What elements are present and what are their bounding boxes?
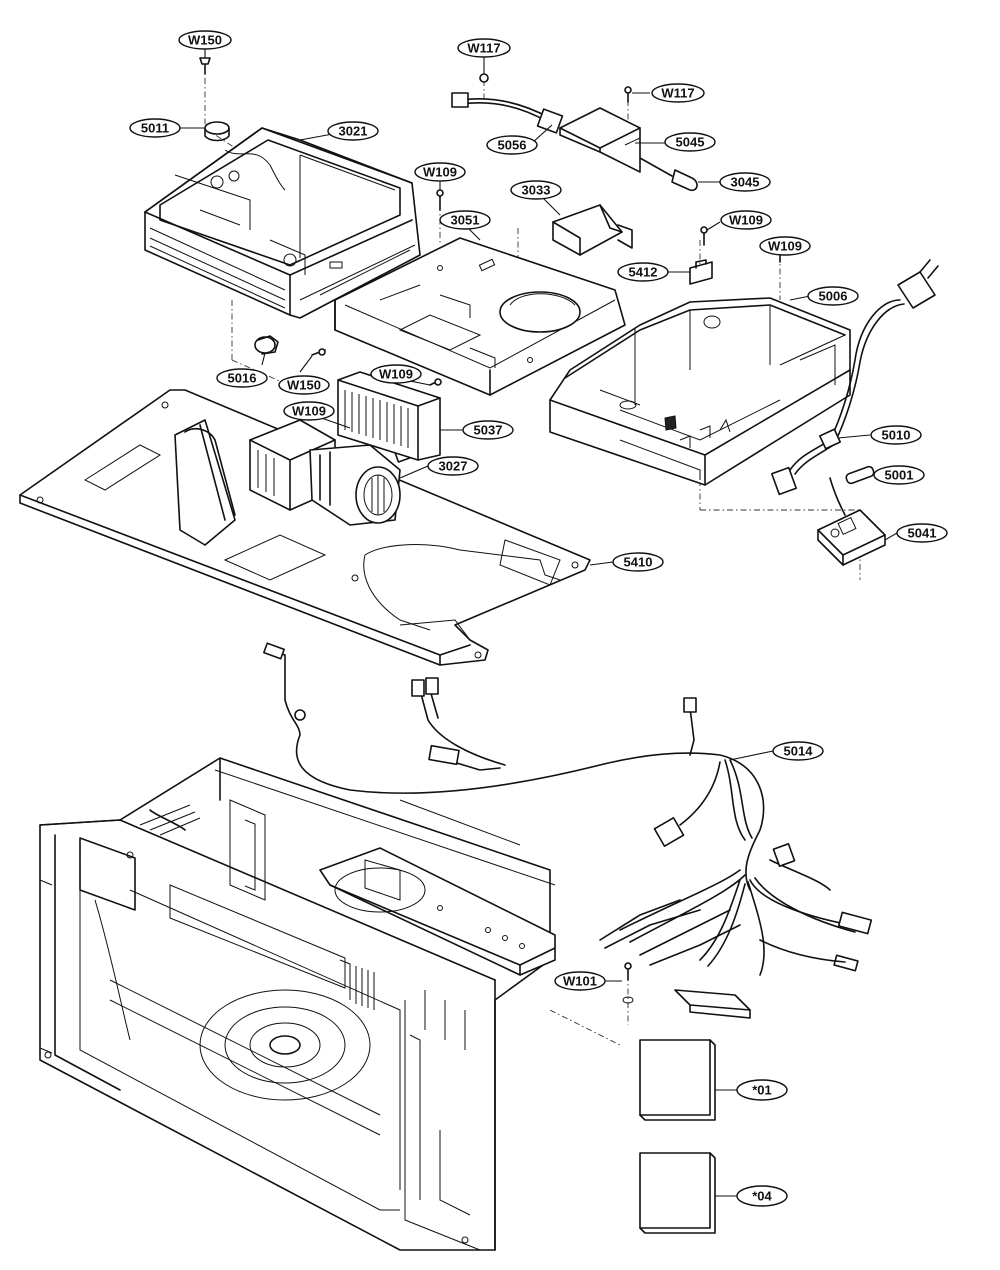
svg-text:5010: 5010 [882,428,911,443]
callout-w109-c: W109 [759,236,811,256]
svg-text:W117: W117 [661,86,694,101]
screw-w117-b [624,86,632,103]
callout-04: *04 [736,1185,788,1207]
svg-text:W150: W150 [188,33,222,48]
screw-w117-a [479,73,489,83]
svg-text:5037: 5037 [474,423,503,438]
part-5410-bottom-plate [19,389,591,666]
part-5056-wire-harness [451,92,564,134]
screw-w109-b [700,226,708,246]
callout-5006: 5006 [807,286,859,306]
part-oven-cavity [39,757,556,1251]
screw-w109-a [436,189,444,211]
svg-text:5412: 5412 [629,265,658,280]
callout-3021: 3021 [327,121,379,141]
svg-text:W150: W150 [287,378,321,393]
part-5016-light-socket [254,335,279,355]
svg-text:5014: 5014 [784,744,814,759]
part-5011-thermal-cutout [204,121,230,142]
part-5014-main-harness [263,642,873,1019]
svg-text:5056: 5056 [498,138,527,153]
callout-5041: 5041 [896,523,948,543]
callout-5412: 5412 [617,262,669,282]
callout-5010: 5010 [870,425,922,445]
callout-w150-top: W150 [178,30,232,50]
svg-text:W117: W117 [467,41,500,56]
part-3051-base-plate [334,237,626,396]
callout-5014: 5014 [772,741,824,761]
callout-5037: 5037 [462,420,514,440]
svg-text:*01: *01 [752,1083,772,1098]
part-5001-fuse [845,465,875,485]
svg-text:W109: W109 [768,239,802,254]
callout-5410: 5410 [612,552,664,572]
part-5010-power-cord [770,259,939,496]
screw-w150-top [199,57,211,75]
callout-w109-b: W109 [720,210,772,230]
callout-3033: 3033 [510,180,562,200]
svg-text:5001: 5001 [885,468,914,483]
part-5041-filter-board [817,477,886,566]
part-3045-capacitor [639,157,698,192]
part-waveguide-top [319,847,556,976]
callout-5011: 5011 [129,118,181,138]
part-5037-grille [337,371,441,461]
svg-text:3045: 3045 [731,175,760,190]
part-3033-bracket [552,204,633,256]
callout-3051: 3051 [439,210,491,230]
part-01-manual [639,1039,716,1121]
svg-text:3033: 3033 [522,183,551,198]
svg-text:*04: *04 [752,1189,772,1204]
svg-text:W109: W109 [423,165,457,180]
callout-w150-mid: W150 [278,375,330,395]
svg-text:5410: 5410 [624,555,653,570]
part-04-manual [639,1152,716,1234]
callout-w117-a: W117 [457,38,511,58]
svg-text:5006: 5006 [819,289,848,304]
callout-5016: 5016 [216,368,268,388]
callout-3045: 3045 [719,172,771,192]
svg-text:W101: W101 [563,974,597,989]
callout-w101: W101 [554,971,606,991]
svg-text:3027: 3027 [439,459,468,474]
part-5412-clip [689,259,713,285]
svg-text:W109: W109 [292,404,326,419]
callout-w109-d: W109 [370,364,422,384]
screw-w150-mid [311,348,326,356]
svg-text:W109: W109 [729,213,763,228]
part-3021-duct-housing [144,127,421,319]
part-air-guide [174,419,236,546]
callout-w109-e: W109 [283,401,335,421]
part-5006-control-tray [549,297,851,486]
callout-w117-b: W117 [651,83,705,103]
callout-5045: 5045 [664,132,716,152]
svg-text:5041: 5041 [908,526,937,541]
svg-text:5045: 5045 [676,135,705,150]
callout-01: *01 [736,1079,788,1101]
svg-text:3021: 3021 [339,124,368,139]
callout-5001: 5001 [873,465,925,485]
svg-text:W109: W109 [379,367,413,382]
svg-text:5016: 5016 [228,371,257,386]
callout-3027: 3027 [427,456,479,476]
part-3027-fan-motor [249,419,413,526]
screw-w101 [622,962,634,1004]
callout-5056: 5056 [486,135,538,155]
svg-text:5011: 5011 [141,121,169,136]
part-5045-cover [559,107,641,173]
screw-w109-d [429,378,442,386]
svg-text:3051: 3051 [451,213,480,228]
callout-w109-a: W109 [414,162,466,182]
